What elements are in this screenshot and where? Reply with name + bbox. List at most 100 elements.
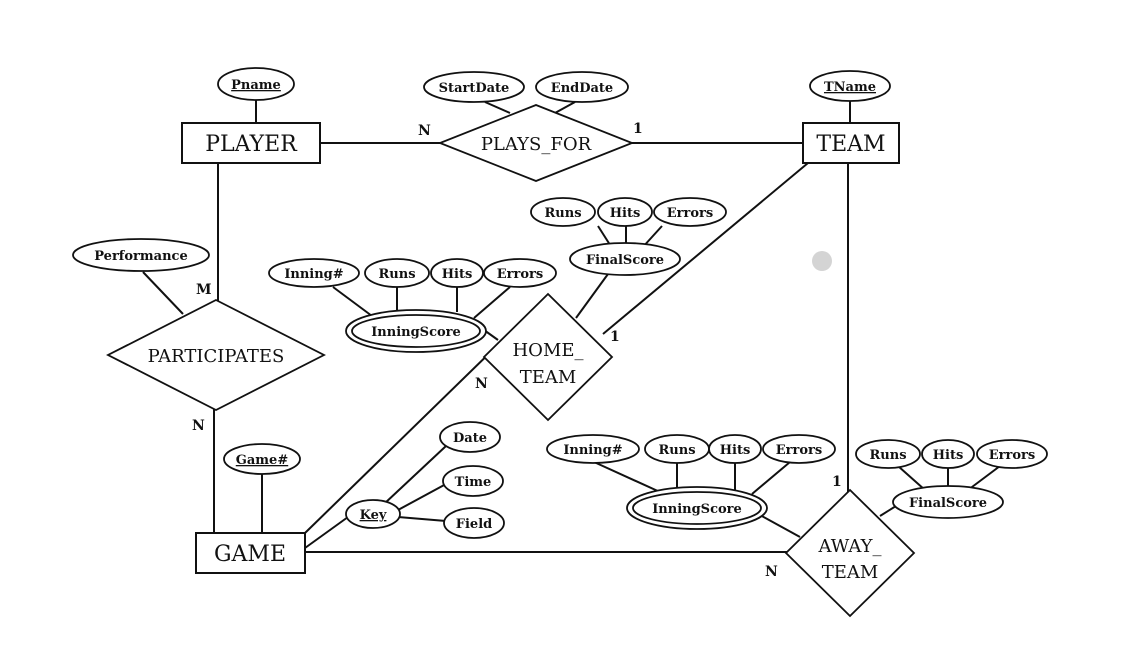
attribute-home-inning-hits: Hits xyxy=(430,258,484,288)
attribute-away-final-hits-label: Hits xyxy=(933,448,964,463)
attribute-game-no: Game# xyxy=(223,443,301,475)
attribute-away-final-score-label: FinalScore xyxy=(909,496,987,511)
attribute-home-inning-errors-label: Errors xyxy=(497,267,543,282)
entity-game: GAME xyxy=(195,532,306,574)
attribute-end-date: EndDate xyxy=(535,71,629,103)
attribute-performance: Performance xyxy=(72,238,210,272)
relationship-participates: PARTICIPATES xyxy=(106,298,326,412)
attribute-pname: Pname xyxy=(217,67,295,101)
attribute-away-inning-runs: Runs xyxy=(644,434,710,464)
attribute-away-final-errors-label: Errors xyxy=(989,448,1035,463)
line-away-inning-no-inningscore xyxy=(593,461,661,493)
line-startdate-plays-for xyxy=(484,101,511,114)
attribute-tname: TName xyxy=(809,70,891,102)
cardinality-participates-game: N xyxy=(192,418,205,434)
attribute-away-final-runs-label: Runs xyxy=(869,448,906,463)
line-finalscore-home-team xyxy=(575,273,609,319)
attribute-tname-label: TName xyxy=(824,80,876,95)
attribute-home-final-runs: Runs xyxy=(530,197,596,227)
attribute-away-inning-errors: Errors xyxy=(762,434,836,464)
relationship-plays-for: PLAYS_FOR xyxy=(437,104,635,182)
cardinality-home-team-game: N xyxy=(475,376,488,392)
attribute-home-final-score-label: FinalScore xyxy=(586,253,664,268)
line-key-field xyxy=(397,516,447,522)
attribute-away-inning-runs-label: Runs xyxy=(658,443,695,458)
relationship-away-team-label-line1: AWAY_ xyxy=(817,536,881,557)
attribute-date-label: Date xyxy=(453,431,487,446)
attribute-date: Date xyxy=(439,421,501,453)
attribute-away-final-errors: Errors xyxy=(976,439,1048,469)
attribute-start-date: StartDate xyxy=(423,71,525,103)
attribute-key: Key xyxy=(345,499,401,529)
attribute-time: Time xyxy=(442,465,504,497)
cardinality-labels: N 1 M N 1 N 1 N xyxy=(192,121,842,580)
attribute-home-final-errors: Errors xyxy=(653,197,727,227)
relationship-home-team-label-line2: TEAM xyxy=(520,367,577,388)
cardinality-participates-player: M xyxy=(196,282,212,298)
attribute-key-label: Key xyxy=(360,508,387,523)
relationship-plays-for-label: PLAYS_FOR xyxy=(481,134,592,155)
line-key-time xyxy=(397,483,447,511)
attribute-start-date-label: StartDate xyxy=(439,81,510,96)
attribute-away-inning-score-label: InningScore xyxy=(652,502,742,517)
attribute-field: Field xyxy=(443,507,505,539)
attribute-end-date-label: EndDate xyxy=(551,81,613,96)
attribute-away-inning-no: Inning# xyxy=(546,434,640,464)
relationship-home-team-label-line1: HOME_ xyxy=(512,340,583,361)
attribute-away-inning-hits-label: Hits xyxy=(720,443,751,458)
relationship-away-team: AWAY_ TEAM xyxy=(784,488,916,618)
relationship-away-team-label-line2: TEAM xyxy=(822,562,879,583)
cardinality-away-team-game: N xyxy=(765,564,778,580)
attribute-away-inning-errors-label: Errors xyxy=(776,443,822,458)
line-inningscore-away-team xyxy=(759,514,801,538)
attribute-away-final-hits: Hits xyxy=(921,439,975,469)
attribute-home-inning-runs-label: Runs xyxy=(378,267,415,282)
attribute-home-inning-no-label: Inning# xyxy=(284,267,343,282)
attribute-away-final-score: FinalScore xyxy=(892,485,1004,519)
line-game-key xyxy=(304,516,349,549)
attribute-home-final-errors-label: Errors xyxy=(667,206,713,221)
attribute-home-final-hits: Hits xyxy=(597,197,653,227)
attribute-away-inning-score: InningScore xyxy=(626,486,768,530)
attribute-pname-label: Pname xyxy=(231,78,281,93)
entity-team-label: TEAM xyxy=(816,132,885,157)
attribute-home-inning-errors: Errors xyxy=(483,258,557,288)
attribute-home-inning-runs: Runs xyxy=(364,258,430,288)
line-home-inning-no-inningscore xyxy=(332,286,373,317)
line-home-errors-inningscore xyxy=(473,286,511,319)
line-away-errors-inningscore xyxy=(751,461,791,495)
line-away-runs-finalscore xyxy=(897,465,926,491)
line-home-team-team xyxy=(602,162,809,335)
cardinality-home-team-team: 1 xyxy=(610,329,620,345)
line-key-date xyxy=(383,445,447,505)
entity-player-label: PLAYER xyxy=(205,132,298,157)
attribute-home-inning-score: InningScore xyxy=(345,309,487,353)
grey-dot-marker xyxy=(812,251,832,271)
line-game-home-team xyxy=(304,337,506,534)
line-performance-participates xyxy=(142,271,184,315)
line-enddate-plays-for xyxy=(554,101,576,114)
attribute-home-final-runs-label: Runs xyxy=(544,206,581,221)
attribute-away-final-runs: Runs xyxy=(855,439,921,469)
entity-team: TEAM xyxy=(802,122,900,164)
attribute-home-final-hits-label: Hits xyxy=(610,206,641,221)
connector-lines xyxy=(142,100,1001,553)
relationship-participates-label: PARTICIPATES xyxy=(148,346,285,367)
attribute-home-inning-hits-label: Hits xyxy=(442,267,473,282)
attribute-field-label: Field xyxy=(456,517,492,532)
attribute-time-label: Time xyxy=(455,475,492,490)
attribute-home-final-score: FinalScore xyxy=(569,242,681,276)
cardinality-away-team-team: 1 xyxy=(832,474,842,490)
attribute-game-no-label: Game# xyxy=(236,453,289,468)
cardinality-plays-for-player: N xyxy=(418,123,431,139)
attribute-away-inning-hits: Hits xyxy=(708,434,762,464)
entity-game-label: GAME xyxy=(214,542,286,567)
entity-player: PLAYER xyxy=(181,122,321,164)
line-away-errors-finalscore xyxy=(967,465,1001,491)
attribute-home-inning-score-label: InningScore xyxy=(371,325,461,340)
relationship-home-team: HOME_ TEAM xyxy=(482,292,614,422)
cardinality-plays-for-team: 1 xyxy=(633,121,643,137)
attribute-home-inning-no: Inning# xyxy=(268,258,360,288)
attribute-away-inning-no-label: Inning# xyxy=(563,443,622,458)
